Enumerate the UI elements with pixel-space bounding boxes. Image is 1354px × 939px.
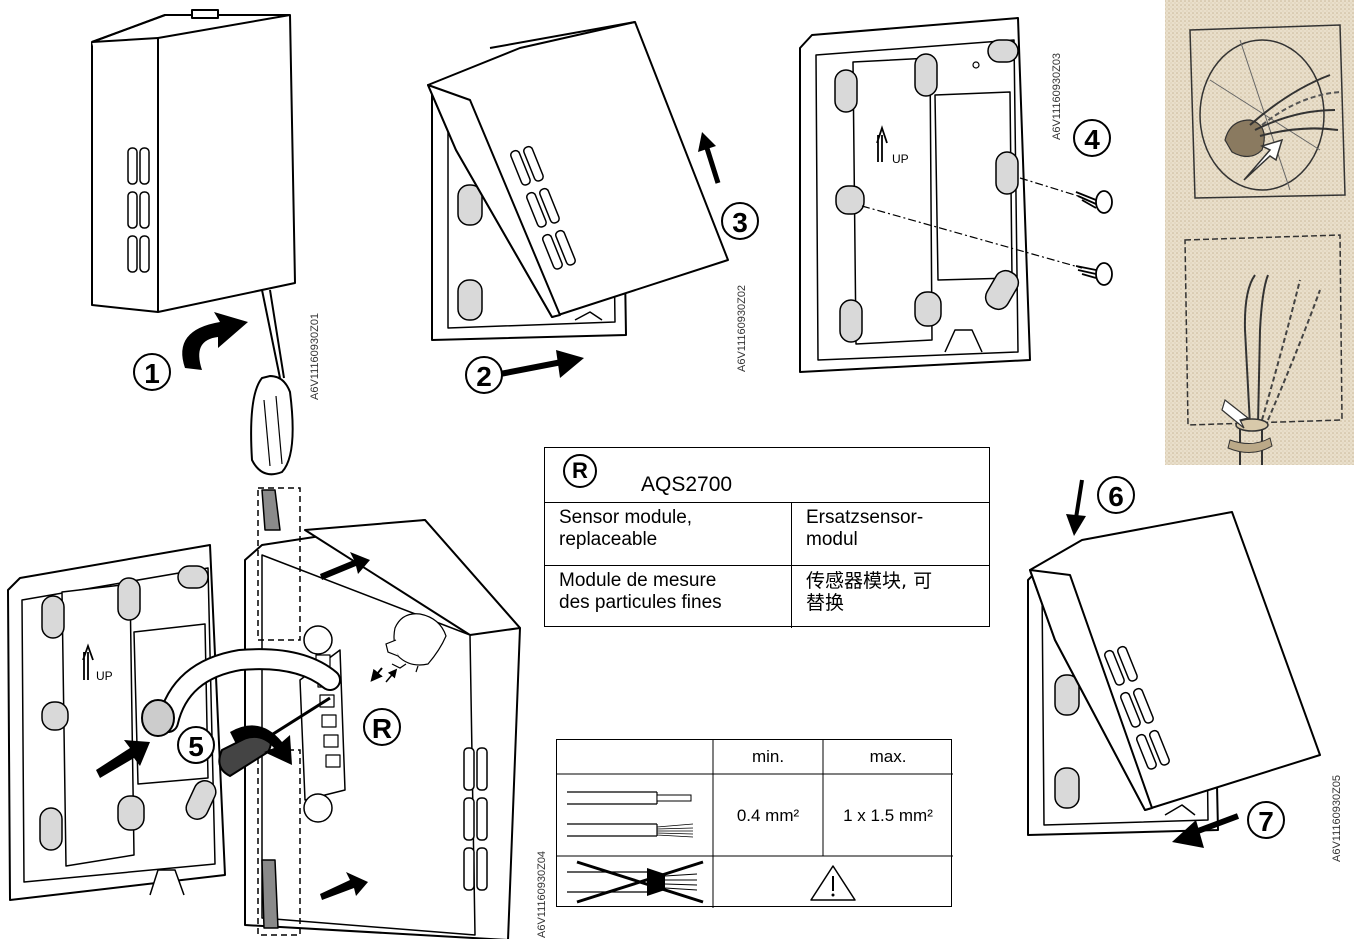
figure-device-closed	[91, 9, 296, 313]
up-arrow-icon: UP	[82, 643, 113, 683]
screw-guide-lines	[861, 177, 1083, 269]
min-value: 0.4 mm²	[736, 806, 800, 825]
col-min-header: min.	[751, 747, 785, 766]
step-6-marker: 6	[1097, 476, 1135, 514]
cable-guide-dashed	[257, 487, 301, 936]
svg-text:R: R	[372, 713, 392, 744]
label-zh: 传感器模块, 可替换	[806, 570, 933, 614]
replacement-table-header: R AQS2700	[545, 448, 989, 503]
svg-text:1: 1	[144, 358, 160, 389]
step-4-marker: 4	[1073, 119, 1111, 157]
code-z04: A6V11160930Z04	[536, 851, 548, 938]
cable-icon	[141, 648, 341, 737]
screw-icon	[1075, 190, 1113, 286]
svg-text:5: 5	[188, 731, 204, 762]
up-arrow-icon: UP	[876, 125, 909, 166]
screwdriver-icon	[250, 289, 294, 476]
code-z01: A6V11160930Z01	[309, 313, 321, 400]
max-value: 1 x 1.5 mm²	[843, 806, 933, 825]
hand-icon	[385, 613, 447, 673]
code-z02: A6V11160930Z02	[736, 285, 748, 372]
code-z03: A6V11160930Z03	[1051, 53, 1063, 140]
col-max-header: max.	[869, 747, 907, 766]
svg-text:7: 7	[1258, 806, 1274, 837]
step-2-marker: 2	[465, 356, 503, 394]
photo-cable-entry	[1165, 0, 1354, 465]
arrow-down-icon	[1066, 479, 1086, 536]
crossed-ferrule-icon	[567, 860, 704, 904]
table-row: Sensor module,replaceable Ersatzsensor-m…	[545, 503, 989, 566]
step-7-marker: 7	[1247, 801, 1285, 839]
svg-text:UP: UP	[892, 152, 909, 166]
rotate-arrow-icon	[230, 725, 292, 765]
arrow-right-icon	[499, 350, 584, 378]
svg-text:3: 3	[732, 207, 748, 238]
push-arrow-icon	[96, 552, 370, 900]
svg-text:6: 6	[1108, 481, 1124, 512]
warning-triangle-icon	[810, 865, 856, 901]
solid-wire-icon	[567, 791, 692, 805]
module-slide-arrows-icon	[370, 667, 398, 683]
step-1-marker: 1	[133, 353, 171, 391]
figure-cover-removal	[427, 21, 729, 341]
label-en: Sensor module,replaceable	[545, 503, 792, 565]
stranded-wire-icon	[567, 823, 694, 838]
label-de: Ersatzsensor-modul	[806, 507, 924, 550]
figure-cover-closing	[1027, 511, 1321, 836]
module-marker-r: R	[363, 708, 401, 746]
wire-size-table: min. max. 0.4 mm² 1 x 1.5 mm²	[556, 739, 953, 908]
svg-text:2: 2	[476, 361, 492, 392]
arrow-up-right-icon	[698, 132, 721, 184]
step-3-marker: 3	[721, 202, 759, 240]
arrow-left-icon	[1172, 813, 1240, 848]
module-marker-r: R	[563, 454, 597, 488]
figure-wiring-base	[7, 544, 226, 901]
svg-text:UP: UP	[96, 669, 113, 683]
figure-base-plate	[799, 17, 1031, 373]
model-number: AQS2700	[641, 473, 733, 496]
code-z05: A6V11160930Z05	[1331, 775, 1343, 862]
curved-arrow-icon	[182, 312, 248, 370]
svg-text:4: 4	[1084, 124, 1100, 155]
wire-table-grid	[557, 740, 953, 908]
step-5-marker: 5	[177, 726, 215, 764]
replacement-part-table: R AQS2700 Sensor module,replaceable Ersa…	[544, 447, 990, 628]
